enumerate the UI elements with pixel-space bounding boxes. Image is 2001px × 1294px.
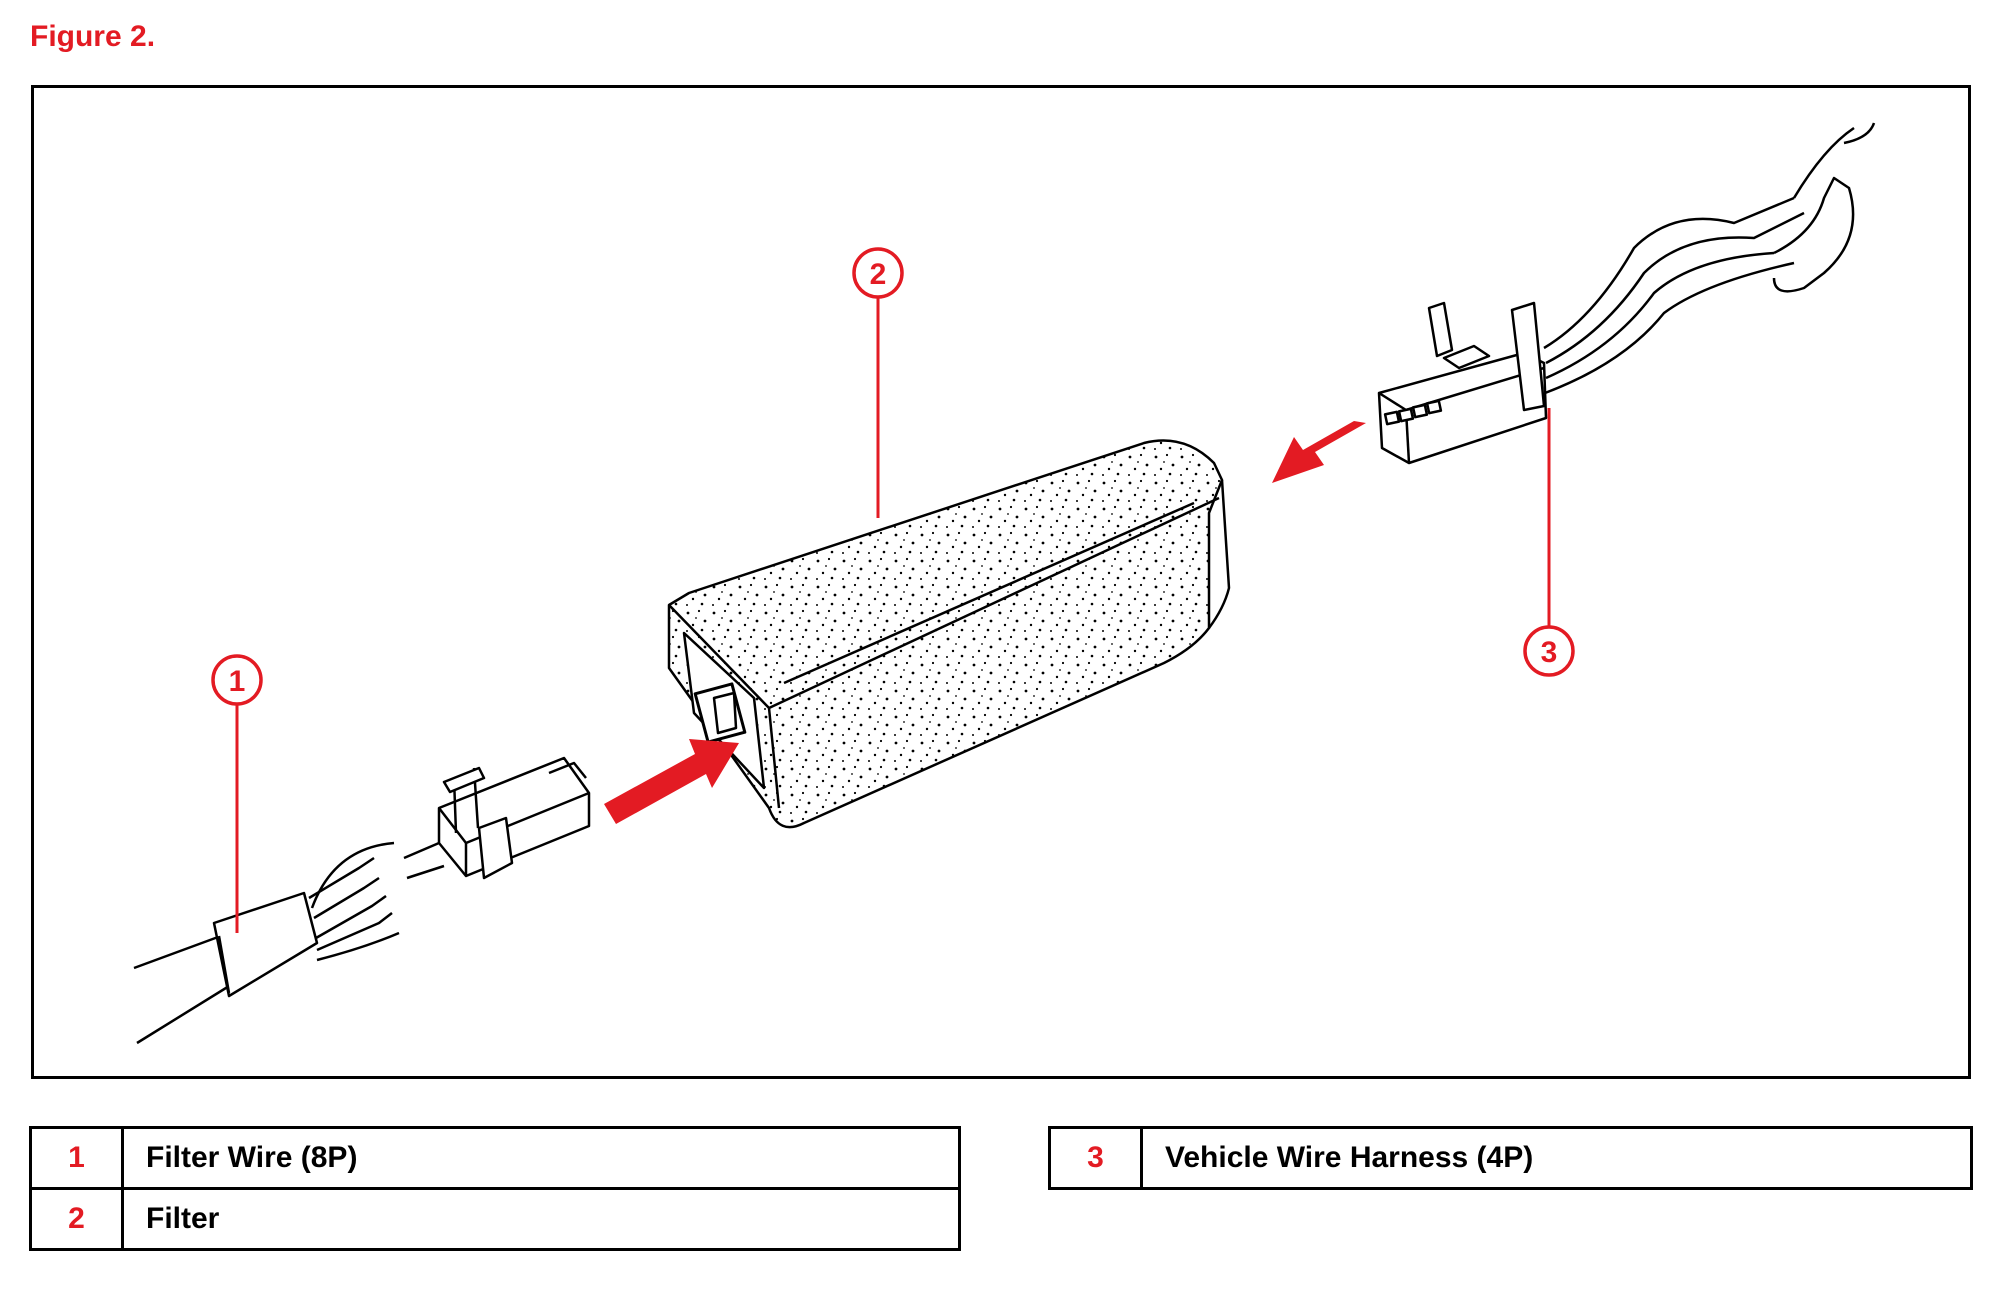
callout-2-label: 2 <box>870 258 887 291</box>
callout-1: 1 <box>211 654 263 706</box>
callout-3: 3 <box>1523 625 1575 677</box>
legend-table-right: 3 Vehicle Wire Harness (4P) <box>1048 1126 1973 1190</box>
legend-number: 3 <box>1048 1126 1143 1190</box>
callout-2: 2 <box>852 247 904 299</box>
vehicle-wire-harness-connector <box>1377 122 1876 465</box>
filter <box>667 439 1231 829</box>
callout-3-label: 3 <box>1541 636 1558 669</box>
legend-number: 2 <box>29 1187 124 1251</box>
arrow-harness-to-filter <box>1272 421 1366 483</box>
filter-wire-connector <box>133 756 591 1045</box>
figure-title: Figure 2. <box>30 20 156 53</box>
callout-leaders <box>235 298 1551 933</box>
legend-number: 1 <box>29 1126 124 1190</box>
legend-label: Filter Wire (8P) <box>121 1126 961 1190</box>
arrow-filter-wire-to-filter <box>604 739 739 824</box>
legend-row: 2 Filter <box>29 1187 961 1251</box>
legend-table-left: 1 Filter Wire (8P) 2 Filter <box>29 1126 961 1251</box>
legend-row: 3 Vehicle Wire Harness (4P) <box>1048 1126 1973 1190</box>
diagram-frame: 1 2 3 <box>31 85 1971 1079</box>
legend-label: Filter <box>121 1187 961 1251</box>
insertion-arrows <box>604 421 1366 824</box>
legend-label: Vehicle Wire Harness (4P) <box>1140 1126 1973 1190</box>
callout-1-label: 1 <box>229 665 246 698</box>
legend-row: 1 Filter Wire (8P) <box>29 1126 961 1190</box>
connector-diagram: 1 2 3 <box>133 122 1876 1045</box>
